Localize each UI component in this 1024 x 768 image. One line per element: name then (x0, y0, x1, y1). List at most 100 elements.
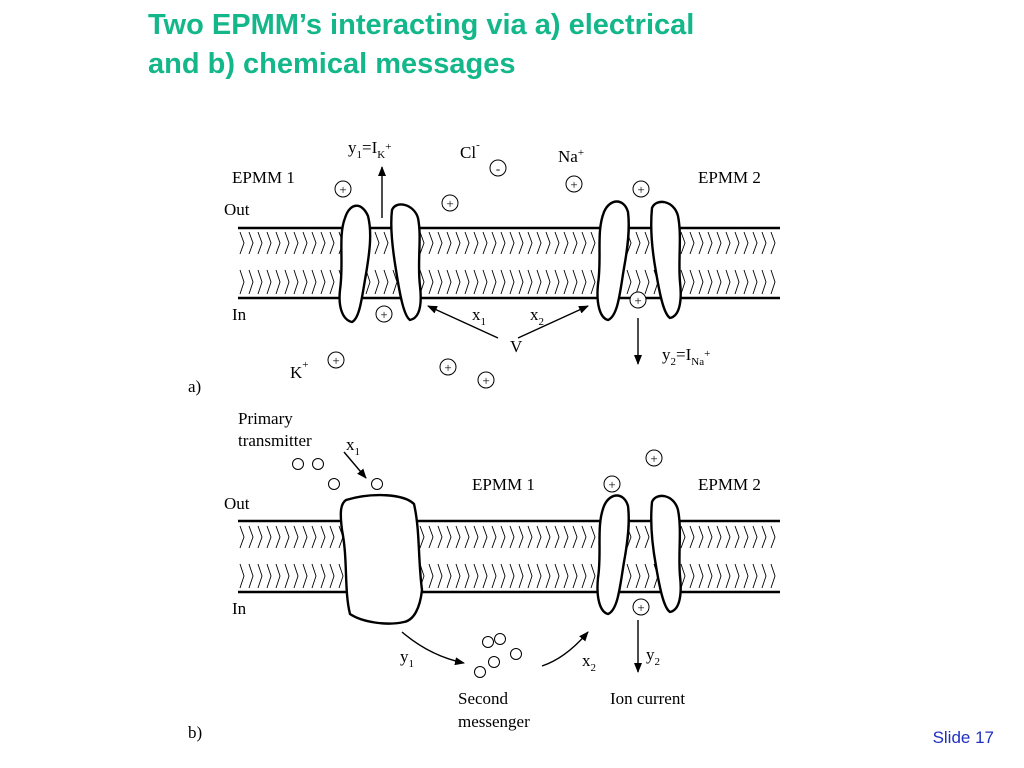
positive-ion-1-b: + (645, 449, 663, 467)
positive-ion-3-b: + (632, 598, 650, 616)
lipid-tails-upper-a (239, 231, 776, 255)
chloride-symbol-a: Cl (460, 143, 476, 162)
messenger-molecule-4-b (488, 656, 500, 668)
voltage-label-a: V (510, 337, 523, 356)
panel-a: EPMM 1 EPMM 2 Out In a) y1=IK+ Cl- Na+ K… (188, 138, 780, 396)
panel-b-label: b) (188, 723, 202, 742)
x1-subscript-a: 1 (481, 316, 487, 328)
positive-ion-5-a: + (375, 305, 393, 323)
y2-symbol-b: y (646, 645, 655, 664)
out-label-b: Out (224, 494, 250, 513)
x2-subscript-b: 2 (591, 662, 597, 674)
x2-subscript-a: 2 (539, 316, 545, 328)
arrow-y1-to-second-messenger-b (401, 631, 465, 666)
messenger-molecule-2-b (494, 633, 506, 645)
messenger-label-b: messenger (458, 712, 530, 731)
positive-ion-3-sign-a: + (570, 177, 577, 192)
y1-ion-subscript-a: K (377, 149, 385, 161)
epmm1-channel-left-subunit-a (338, 204, 372, 324)
positive-ion-1-sign-b: + (650, 451, 657, 466)
epmm1-label-a: EPMM 1 (232, 168, 295, 187)
positive-ion-4-sign-a: + (637, 182, 644, 197)
out-label-a: Out (224, 200, 250, 219)
positive-ion-2-sign-a: + (446, 196, 453, 211)
positive-ion-3-sign-b: + (637, 600, 644, 615)
positive-ion-9-a: + (477, 371, 495, 389)
messenger-molecule-5-b (474, 666, 486, 678)
x1-symbol-b: x (346, 435, 355, 454)
arrow-x2-to-channel-b (541, 631, 589, 667)
epmm2-label-a: EPMM 2 (698, 168, 761, 187)
positive-ion-2-a: + (441, 194, 459, 212)
chloride-charge-a: - (476, 139, 480, 151)
messenger-molecule-1-b (482, 636, 494, 648)
positive-ion-3-a: + (565, 175, 583, 193)
second-label-b: Second (458, 689, 509, 708)
epmm2-label-b: EPMM 2 (698, 475, 761, 494)
positive-ion-8-sign-a: + (444, 360, 451, 375)
y2-subscript-a: 2 (671, 356, 677, 368)
x2-label-b: x2 (582, 651, 596, 674)
x2-label-a: x2 (530, 305, 544, 328)
epmm2-channel-left-subunit-b (596, 494, 630, 616)
messenger-molecule-3-b (510, 648, 522, 660)
positive-ion-4-a: + (632, 180, 650, 198)
x2-symbol-a: x (530, 305, 539, 324)
negative-ion-sign-a: - (496, 161, 500, 176)
transmitter-molecule-3-b (328, 478, 340, 490)
y2-ion-charge-a: + (704, 348, 710, 360)
y2-subscript-b: 2 (655, 656, 661, 668)
panel-a-label: a) (188, 377, 201, 396)
transmitter-molecule-1-b (292, 458, 304, 470)
y1-current-label-a: y1=IK+ (348, 138, 391, 161)
x1-subscript-b: 1 (355, 446, 361, 458)
y1-symbol-b: y (400, 647, 409, 666)
transmitter-label-b: transmitter (238, 431, 312, 450)
positive-ion-5-sign-a: + (380, 307, 387, 322)
y2-symbol-a: y (662, 345, 671, 364)
title-line-1: Two EPMM’s interacting via a) electrical (148, 9, 695, 41)
positive-ion-7-sign-a: + (332, 353, 339, 368)
arrow-x2-a (517, 305, 589, 339)
sodium-charge-a: + (578, 147, 584, 159)
epmm1-label-b: EPMM 1 (472, 475, 535, 494)
x1-symbol-a: x (472, 305, 481, 324)
lipid-tails-lower-b (239, 563, 776, 589)
sodium-label-a: Na+ (558, 147, 584, 166)
positive-ion-8-a: + (439, 358, 457, 376)
positive-ion-2-sign-b: + (608, 477, 615, 492)
chloride-label-a: Cl- (460, 139, 480, 162)
epmm1-channel-right-subunit-a (390, 203, 422, 322)
arrow-x1-a (427, 305, 499, 339)
epmm1-receptor-b (339, 493, 424, 625)
epmm2-channel-left-subunit-a (596, 200, 630, 322)
slide-number: Slide 17 (932, 728, 994, 747)
lipid-tails-lower-a (239, 269, 776, 295)
y1-ion-charge-a: + (385, 141, 391, 153)
positive-ion-9-sign-a: + (482, 373, 489, 388)
lipid-tails-upper-b (239, 525, 776, 549)
in-label-a: In (232, 305, 247, 324)
positive-ion-1-a: + (334, 180, 352, 198)
epmm2-channel-right-subunit-b (650, 494, 682, 614)
y1-subscript-a: 1 (357, 149, 363, 161)
positive-ion-6-sign-a: + (634, 293, 641, 308)
title-line-2: and b) chemical messages (148, 48, 516, 80)
in-label-b: In (232, 599, 247, 618)
transmitter-molecule-2-b (312, 458, 324, 470)
y2-current-label-a: y2=INa+ (662, 345, 710, 368)
x2-symbol-b: x (582, 651, 591, 670)
sodium-symbol-a: Na (558, 147, 578, 166)
x1-label-b: x1 (346, 435, 360, 458)
positive-ion-6-a: + (629, 291, 647, 309)
potassium-symbol-a: K (290, 363, 303, 382)
potassium-label-a: K+ (290, 359, 309, 382)
y1-label-b: y1 (400, 647, 414, 670)
panel-b: + + + Primary transmitter x1 EPMM 1 EPMM… (188, 409, 780, 742)
arrow-primary-transmitter-b (343, 451, 367, 479)
primary-label-b: Primary (238, 409, 293, 428)
positive-ion-2-b: + (603, 475, 621, 493)
positive-ion-7-a: + (327, 351, 345, 369)
y1-subscript-b: 1 (409, 658, 415, 670)
